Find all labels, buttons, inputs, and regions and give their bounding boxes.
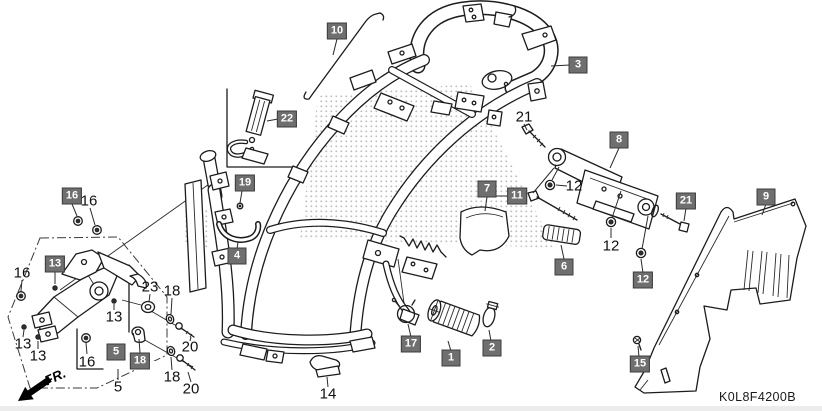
part-badge-5[interactable]: 5: [106, 343, 126, 361]
leader-lines: [20, 38, 767, 388]
part-label-5: 5: [113, 378, 123, 396]
part-badge-18[interactable]: 18: [129, 352, 151, 370]
part-label-20: 20: [182, 380, 200, 398]
part-14-clip: [309, 354, 341, 378]
part-label-14: 14: [319, 385, 337, 403]
part-badge-6[interactable]: 6: [554, 258, 574, 276]
part-label-16: 16: [78, 353, 96, 371]
part-badge-3[interactable]: 3: [568, 56, 588, 74]
part-badge-7[interactable]: 7: [477, 180, 497, 198]
part-label-16: 16: [13, 264, 31, 282]
part-10-wire-rod: [303, 12, 385, 100]
part-label-18: 18: [163, 368, 181, 386]
part-badge-21[interactable]: 21: [675, 192, 697, 210]
part-17-clamp: [391, 297, 416, 324]
part-badge-19[interactable]: 19: [234, 174, 256, 192]
stand-and-spring: [382, 235, 447, 326]
part-label-13: 13: [105, 308, 123, 326]
part-badge-22[interactable]: 22: [276, 110, 298, 128]
part-7-cover: [459, 206, 510, 256]
part-badge-8[interactable]: 8: [609, 131, 629, 149]
diagram-code: K0L8F4200B: [719, 390, 796, 404]
part-badge-1[interactable]: 1: [441, 349, 461, 367]
part-badge-4[interactable]: 4: [227, 247, 247, 265]
part-label-16: 16: [80, 192, 98, 210]
bolts-and-nuts: [521, 123, 690, 259]
part-6-rubber: [542, 224, 582, 245]
part-5-engine-bracket: [31, 249, 147, 343]
part-label-12: 12: [602, 237, 620, 255]
part-label-13: 13: [14, 335, 32, 353]
hardware-fasteners: [16, 216, 196, 371]
part-badge-13[interactable]: 13: [44, 255, 66, 273]
frame-body-illustration: [184, 0, 559, 364]
part-badge-2[interactable]: 2: [482, 339, 502, 357]
part-9-side-cover: [632, 198, 807, 394]
part-2-band-clamp: [482, 300, 499, 328]
part-badge-11[interactable]: 11: [507, 187, 527, 205]
part-label-13: 13: [29, 347, 47, 365]
part-label-18: 18: [163, 282, 181, 300]
front-direction-arrow-icon: [18, 376, 52, 401]
part-19-and-4: [214, 202, 262, 243]
part-label-20: 20: [181, 338, 199, 356]
part-label-21: 21: [515, 108, 533, 126]
part-label-12: 12: [565, 177, 583, 195]
part-1-air-duct: [427, 299, 481, 337]
part-badge-12[interactable]: 12: [632, 271, 654, 289]
part-22-seat-lock: [226, 89, 275, 165]
blank-label-patch: [148, 361, 165, 376]
part-badge-17[interactable]: 17: [400, 335, 422, 353]
bottom-edge: [0, 406, 822, 411]
part-badge-16[interactable]: 16: [61, 187, 83, 205]
part-label-23: 23: [141, 278, 159, 296]
part-badge-9[interactable]: 9: [756, 188, 776, 206]
part-badge-15[interactable]: 15: [629, 355, 651, 373]
part-8-engine-hanger: [547, 147, 659, 230]
part-badge-10[interactable]: 10: [326, 22, 348, 40]
